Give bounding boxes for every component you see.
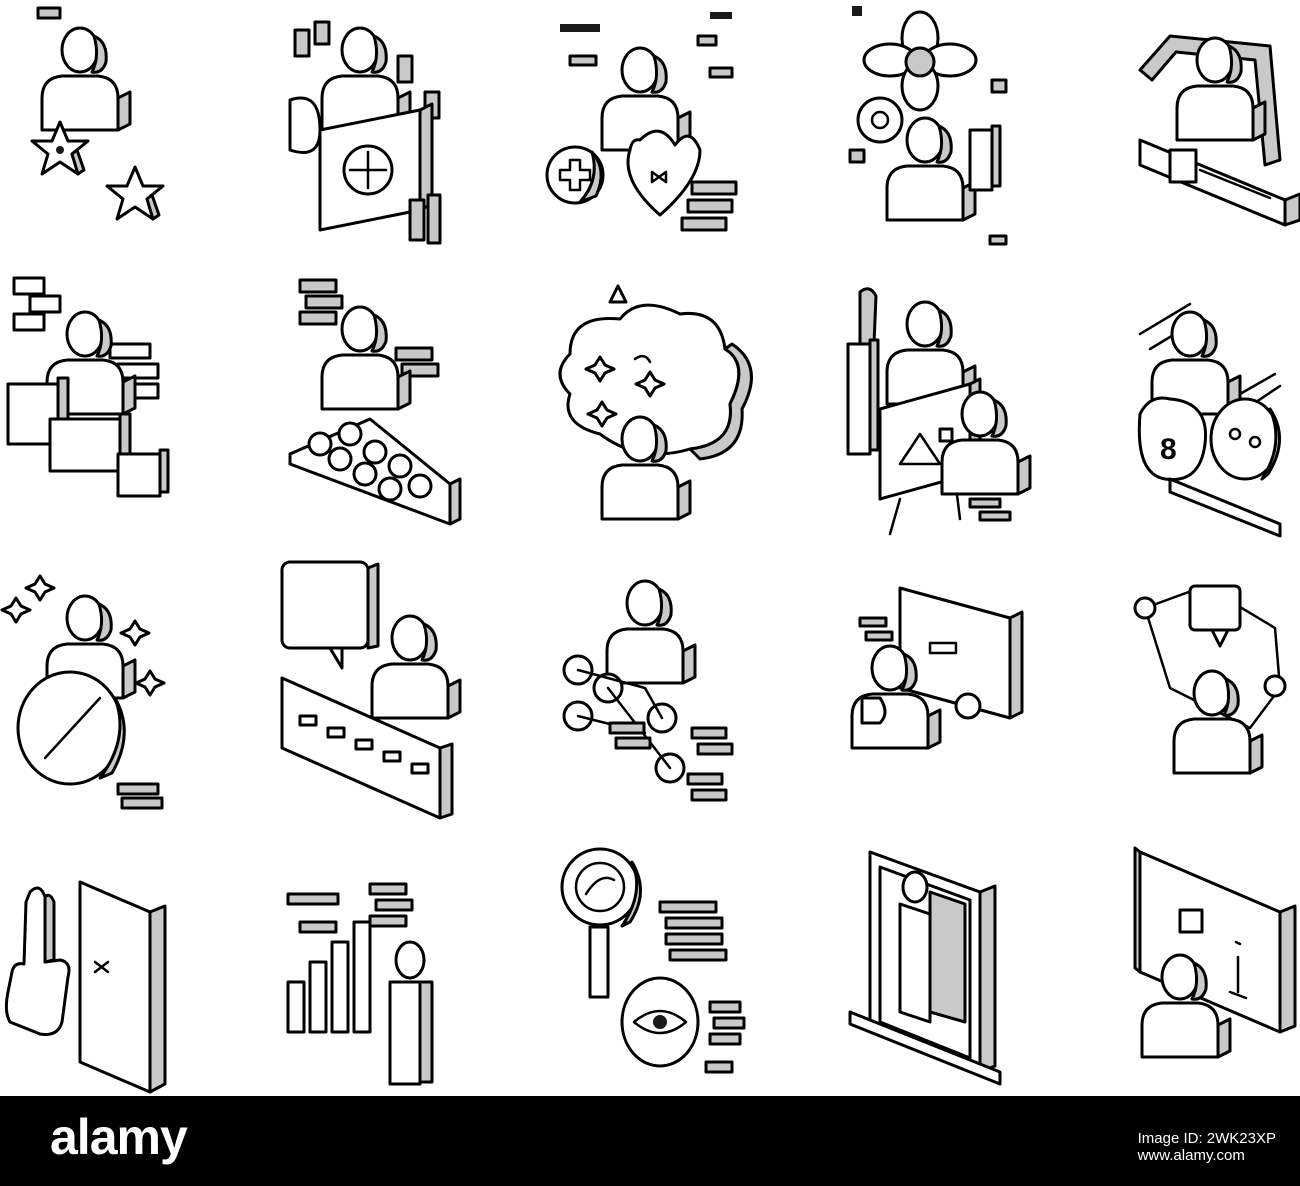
image-id-block: Image ID: 2WK23XP www.alamy.com: [1138, 1130, 1276, 1164]
image-id-label: Image ID: 2WK23XP: [1137, 1130, 1276, 1147]
person-with-frame-icon: [1040, 0, 1300, 274]
person-with-stars-icon: [0, 0, 260, 274]
hand-with-book-icon: [0, 822, 260, 1096]
person-at-desk-chat-icon: [260, 548, 520, 822]
icon-grid: 8: [0, 0, 1300, 1096]
person-with-easel-paintbrush-icon: [780, 274, 1040, 548]
person-in-network-icon: [1040, 548, 1300, 822]
person-in-cloud-icon: [520, 274, 780, 548]
person-with-board-icon: [780, 548, 1040, 822]
svg-text:8: 8: [1160, 433, 1177, 466]
person-with-flower-gear-icon: [780, 0, 1040, 274]
magnifier-with-eye-icon: [520, 822, 780, 1096]
person-with-medical-case-icon: [260, 0, 520, 274]
person-with-bar-chart-icon: [260, 822, 520, 1096]
person-with-group-icon: [260, 274, 520, 548]
image-url: www.alamy.com: [1137, 1147, 1245, 1164]
person-in-mirror-icon: [780, 822, 1040, 1096]
person-with-health-heart-icon: [520, 0, 780, 274]
person-with-money-bags-icon: 8: [1040, 274, 1300, 548]
alamy-logo: alamy: [50, 1109, 188, 1165]
person-with-stop-sign-icon: [0, 548, 260, 822]
person-with-hierarchy-icon: [520, 548, 780, 822]
person-with-info-screen-icon: [1040, 822, 1300, 1096]
watermark-footer: alamy Image ID: 2WK23XP www.alamy.com: [0, 1096, 1300, 1186]
person-with-boxes-icon: [0, 274, 260, 548]
